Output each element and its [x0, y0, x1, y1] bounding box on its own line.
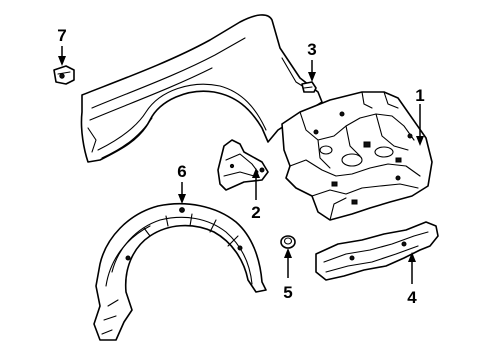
- callout-label-2: 2: [251, 203, 260, 222]
- apron-panel-icon: [281, 91, 433, 221]
- callout-label-6: 6: [177, 162, 186, 181]
- callout-5: 5: [283, 248, 293, 302]
- callout-label-1: 1: [415, 86, 424, 105]
- callout-3: 3: [307, 40, 317, 82]
- fender-liner-icon: [93, 202, 267, 341]
- seal-pad-icon: [315, 221, 439, 281]
- callout-2: 2: [251, 168, 261, 222]
- callout-label-3: 3: [307, 40, 316, 59]
- callout-7: 7: [57, 26, 67, 66]
- clip-icon: [301, 81, 317, 93]
- callout-label-5: 5: [283, 283, 292, 302]
- retainer-clip-icon: [53, 65, 75, 85]
- bracket-icon: [217, 139, 269, 191]
- callout-label-7: 7: [57, 26, 66, 45]
- callout-6: 6: [177, 162, 187, 204]
- callout-label-4: 4: [407, 288, 417, 307]
- callout-4: 4: [407, 252, 417, 307]
- grommet-icon: [280, 235, 296, 249]
- fender-panel-icon: [80, 14, 323, 163]
- callout-1: 1: [415, 86, 425, 146]
